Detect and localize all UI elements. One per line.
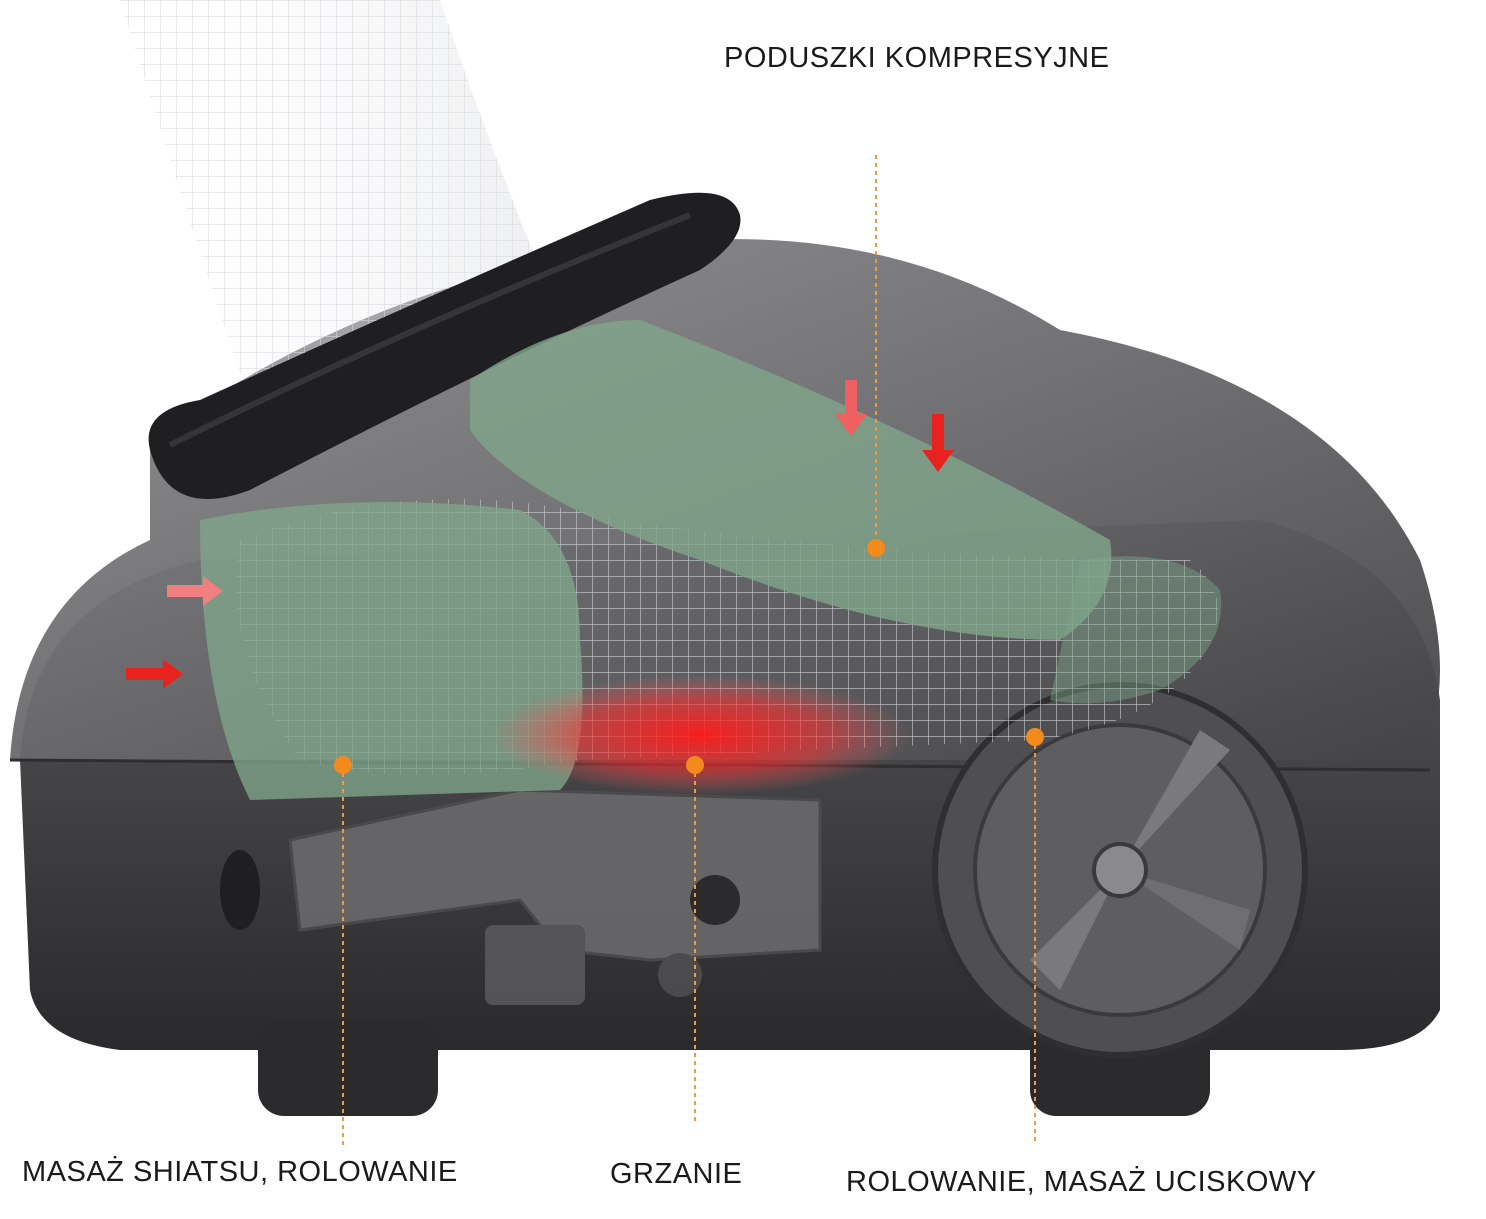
label-shiatsu-rolling: MASAŻ SHIATSU, ROLOWANIE (22, 1156, 458, 1189)
left-foot-pad (258, 1020, 438, 1116)
marker-shiatsu (334, 756, 352, 774)
marker-compression (867, 539, 885, 557)
marker-heating (686, 756, 704, 774)
label-rolling-pressure: ROLOWANIE, MASAŻ UCISKOWY (846, 1166, 1317, 1199)
heat-zone (490, 675, 910, 795)
label-heating: GRZANIE (610, 1158, 742, 1191)
label-compression-pads: PODUSZKI KOMPRESYJNE (724, 42, 1109, 75)
marker-rolling (1026, 728, 1044, 746)
